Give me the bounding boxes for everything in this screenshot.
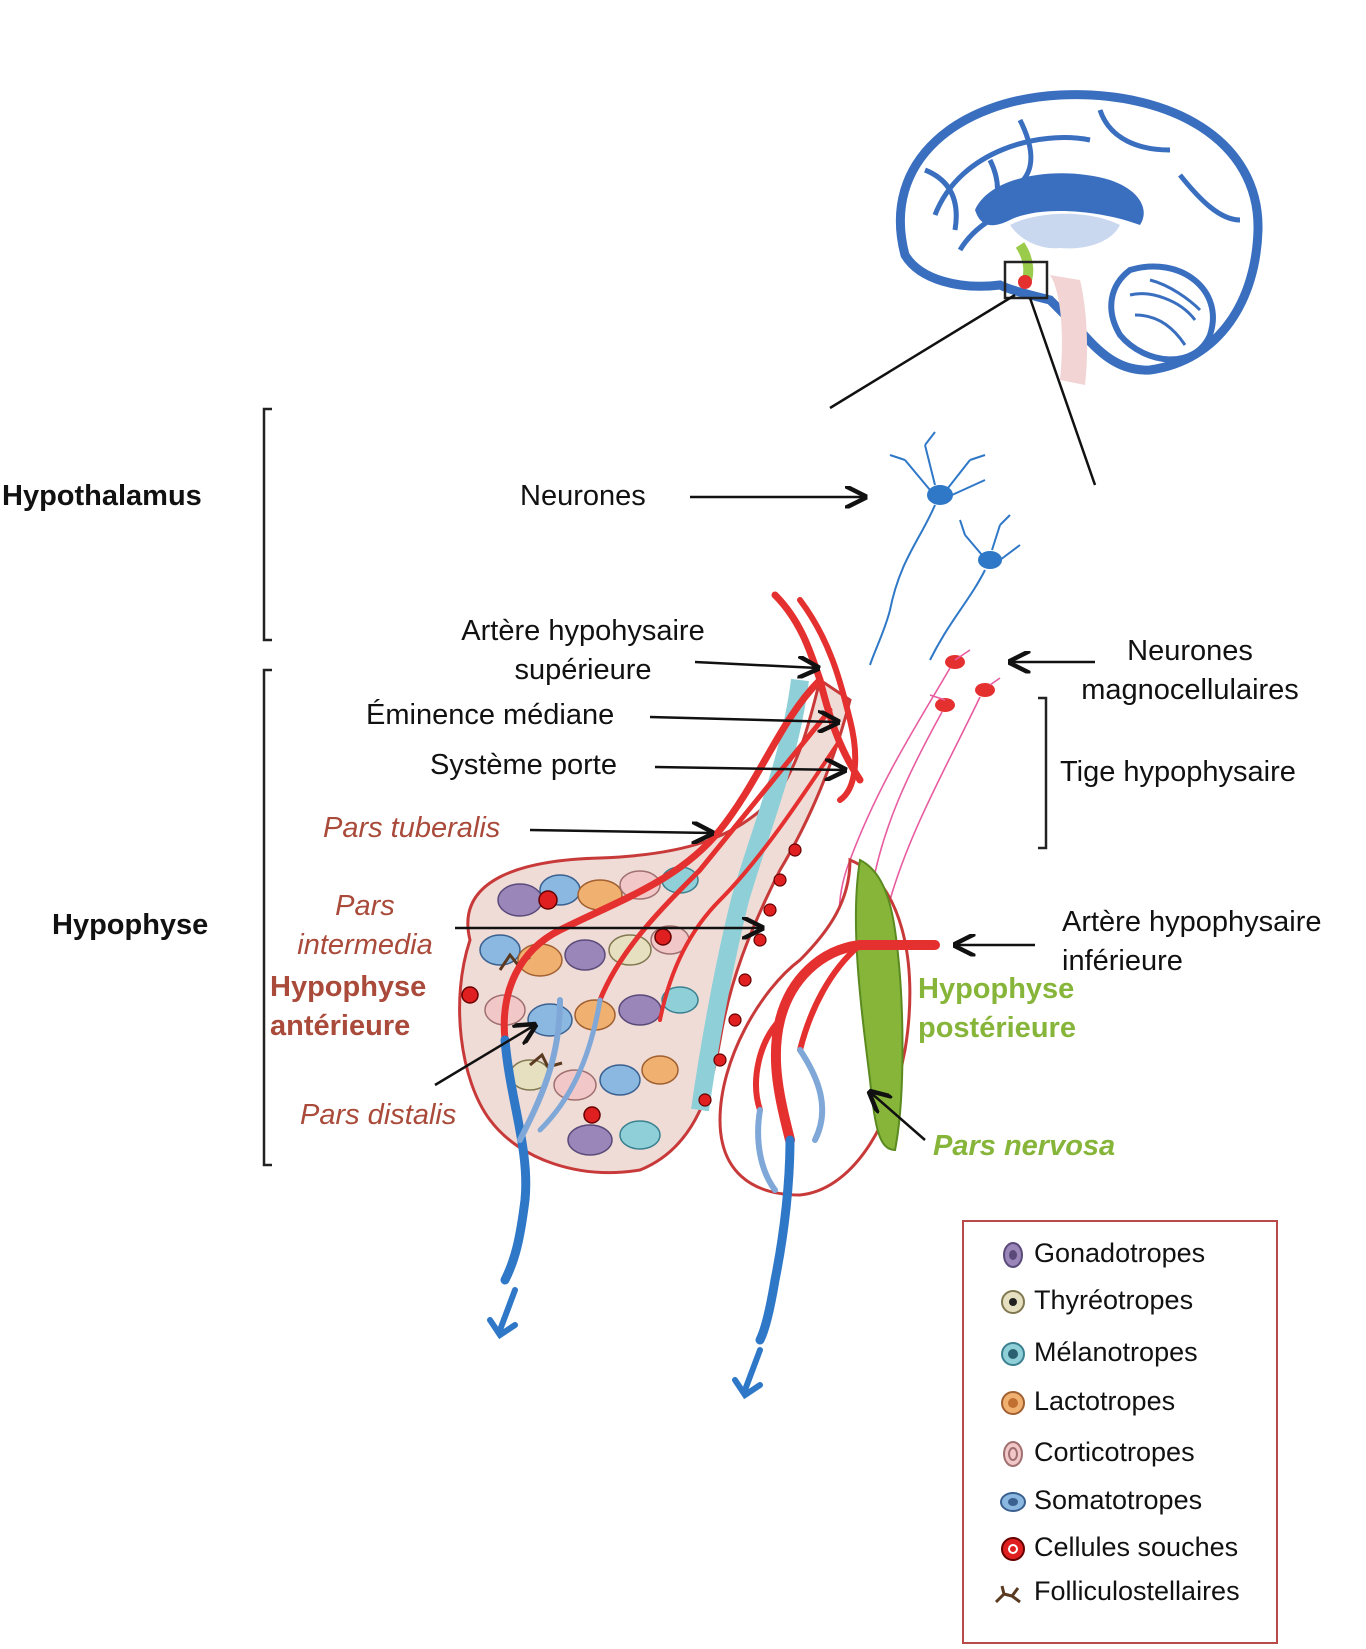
label-pars-nervosa: Pars nervosa <box>933 1130 1116 1162</box>
legend-item-somatotropes: Somatotropes <box>964 1481 1276 1521</box>
label-artere-superieure-line1: Artère hypohysaire <box>461 615 705 647</box>
label-hypothalamus: Hypothalamus <box>2 480 202 512</box>
legend-item-cellules-souches: Cellules souches <box>964 1528 1276 1568</box>
legend-label: Mélanotropes <box>1034 1337 1198 1367</box>
label-artere-superieure: Artère hypohysaire supérieure <box>438 612 728 690</box>
label-pars-distalis: Pars distalis <box>300 1099 457 1131</box>
brain-illustration <box>829 90 1263 486</box>
legend-item-corticotropes: Corticotropes <box>964 1433 1276 1473</box>
label-hypophyse-posterieure: Hypophyse postérieure <box>918 970 1076 1048</box>
label-hypophyse-anterieure: Hypophyse antérieure <box>270 968 426 1046</box>
label-artere-inferieure-line2: inférieure <box>1062 945 1183 978</box>
label-neurones-magno-line2: magnocellulaires <box>1081 674 1299 707</box>
legend-item-thyreotropes: Thyréotropes <box>964 1281 1276 1321</box>
corticotrope-cell-icon <box>1003 1441 1023 1467</box>
legend-label: Somatotropes <box>1034 1485 1203 1515</box>
gonadotrope-cell-icon <box>1003 1242 1023 1268</box>
folliculostellate-cell-icon <box>994 1585 1021 1604</box>
legend-label: Lactotropes <box>1034 1386 1176 1416</box>
legend-item-gonadotropes: Gonadotropes <box>964 1234 1276 1274</box>
label-hypophyse-anterieure-line2: antérieure <box>270 1010 411 1043</box>
label-hypophyse: Hypophyse <box>52 909 209 941</box>
melanotrope-cell-icon <box>1001 1342 1025 1366</box>
label-hypophyse-anterieure-line1: Hypophyse <box>270 971 427 1003</box>
label-pars-intermedia-line2: intermedia <box>297 929 433 962</box>
legend-label: Corticotropes <box>1034 1437 1195 1467</box>
legend-item-folliculostellaires: Folliculostellaires <box>964 1572 1276 1612</box>
label-artere-superieure-line2: supérieure <box>514 654 652 687</box>
legend-label: Thyréotropes <box>1034 1285 1194 1315</box>
label-systeme-porte: Système porte <box>430 749 617 781</box>
label-neurones-magno-line1: Neurones <box>1127 635 1253 667</box>
anterior-cells <box>461 866 699 1156</box>
label-neurones: Neurones <box>520 480 646 512</box>
label-hypophyse-posterieure-line2: postérieure <box>918 1012 1076 1045</box>
legend-label: Cellules souches <box>1034 1532 1239 1562</box>
label-artere-inferieure-line1: Artère hypophysaire <box>1062 906 1322 938</box>
hypophyse-bracket <box>262 668 272 1167</box>
hypothalamic-neurons <box>869 431 1021 666</box>
legend-label: Gonadotropes <box>1034 1238 1206 1268</box>
hypothalamus-bracket <box>262 407 272 642</box>
label-pars-intermedia: Pars intermedia <box>282 887 448 965</box>
label-tige-hypophysaire: Tige hypophysaire <box>1060 756 1296 788</box>
stem-cell-icon <box>1001 1537 1025 1561</box>
label-artere-inferieure: Artère hypophysaire inférieure <box>1062 903 1322 981</box>
legend-label: Folliculostellaires <box>1034 1576 1240 1606</box>
legend-item-lactotropes: Lactotropes <box>964 1382 1276 1422</box>
label-hypophyse-posterieure-line1: Hypophyse <box>918 973 1075 1005</box>
label-pars-intermedia-line1: Pars <box>335 890 395 922</box>
arrows <box>434 497 1095 1141</box>
label-neurones-magnocellulaires: Neurones magnocellulaires <box>1060 632 1320 710</box>
tige-bracket <box>1038 696 1048 850</box>
label-eminence-mediane: Éminence médiane <box>366 699 615 731</box>
label-pars-tuberalis: Pars tuberalis <box>323 812 501 844</box>
blood-vessels <box>487 591 940 1400</box>
somatotrope-cell-icon <box>1000 1492 1026 1512</box>
legend-item-melanotropes: Mélanotropes <box>964 1333 1276 1373</box>
cell-type-legend: Gonadotropes Thyréotropes Mélanotropes L… <box>962 1220 1278 1644</box>
lactotrope-cell-icon <box>1001 1391 1025 1415</box>
thyreotrope-cell-icon <box>1001 1290 1025 1314</box>
